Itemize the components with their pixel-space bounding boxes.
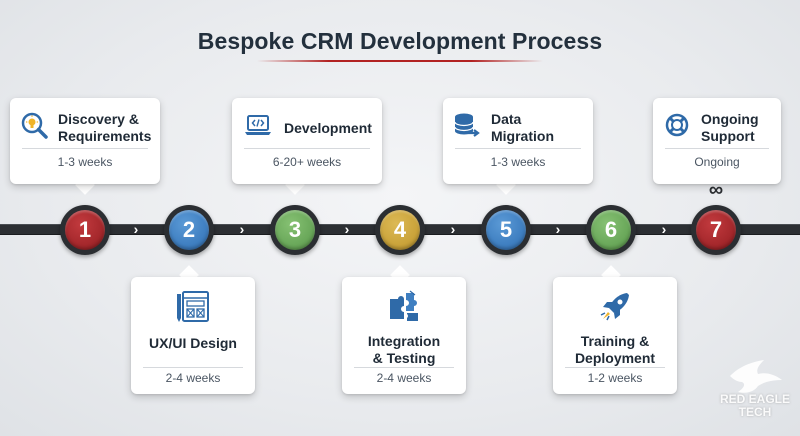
timeline-arrow: › [344, 221, 350, 237]
step-card-6: Training & Deployment 1-2 weeks [553, 277, 677, 394]
step-duration-3: 6-20+ weeks [272, 155, 342, 169]
step-number-3: 3 [275, 210, 315, 250]
step-node-2: 2 [164, 205, 214, 255]
step-number-5: 5 [486, 210, 526, 250]
card-divider [565, 367, 665, 368]
timeline-arrow: › [450, 221, 456, 237]
step-card-5: Data Migration 1-3 weeks [443, 98, 593, 184]
step-node-4: 4 [375, 205, 425, 255]
step-card-2: UX/UI Design 2-4 weeks [131, 277, 255, 394]
step-label-3: Development [284, 120, 372, 136]
step-number-1: 1 [65, 210, 105, 250]
timeline-arrow: › [133, 221, 139, 237]
card-divider [244, 148, 370, 149]
card-divider [354, 367, 454, 368]
step-card-7: Ongoing Support Ongoing [653, 98, 781, 184]
step-duration-5: 1-3 weeks [490, 155, 546, 169]
title-underline [257, 60, 543, 62]
step-label-5: Data Migration [491, 111, 554, 144]
step-duration-1: 1-3 weeks [57, 155, 113, 169]
card-divider [665, 148, 769, 149]
rocket-icon [600, 293, 629, 321]
step-node-1: 1 [60, 205, 110, 255]
wireframe-pencil-icon [177, 291, 209, 322]
card-divider [22, 148, 148, 149]
step-number-2: 2 [169, 210, 209, 250]
step-node-7: 7 [691, 205, 741, 255]
step-node-5: 5 [481, 205, 531, 255]
step-label-7: Ongoing Support [701, 111, 759, 144]
step-node-3: 3 [270, 205, 320, 255]
step-duration-4: 2-4 weeks [376, 371, 432, 385]
infinity-icon: ∞ [708, 179, 724, 201]
eagle-logo-icon [730, 360, 782, 393]
step-label-1: Discovery & Requirements [58, 111, 152, 144]
step-number-4: 4 [380, 210, 420, 250]
step-node-6: 6 [586, 205, 636, 255]
lifebuoy-icon [665, 113, 689, 137]
card-divider [455, 148, 581, 149]
laptop-code-icon [245, 115, 271, 135]
watermark-text: RED EAGLE TECH [719, 392, 790, 419]
magnifier-lightbulb-icon [21, 112, 48, 139]
timeline-arrow: › [239, 221, 245, 237]
step-card-4: Integration & Testing 2-4 weeks [342, 277, 466, 394]
step-label-4: Integration & Testing [367, 333, 441, 366]
step-duration-7: Ongoing [694, 155, 740, 169]
step-number-7: 7 [696, 210, 736, 250]
timeline-arrow: › [661, 221, 667, 237]
step-number-6: 6 [591, 210, 631, 250]
puzzle-icon [390, 290, 418, 321]
timeline-arrow: › [555, 221, 561, 237]
step-label-2: UX/UI Design [149, 335, 237, 351]
page-title: Bespoke CRM Development Process [197, 28, 603, 54]
database-arrow-icon [454, 113, 480, 137]
step-duration-6: 1-2 weeks [587, 371, 643, 385]
step-card-3: Development 6-20+ weeks [232, 98, 382, 184]
step-card-1: Discovery & Requirements 1-3 weeks [10, 98, 160, 184]
card-divider [143, 367, 243, 368]
step-duration-2: 2-4 weeks [165, 371, 221, 385]
step-label-6: Training & Deployment [574, 333, 656, 366]
